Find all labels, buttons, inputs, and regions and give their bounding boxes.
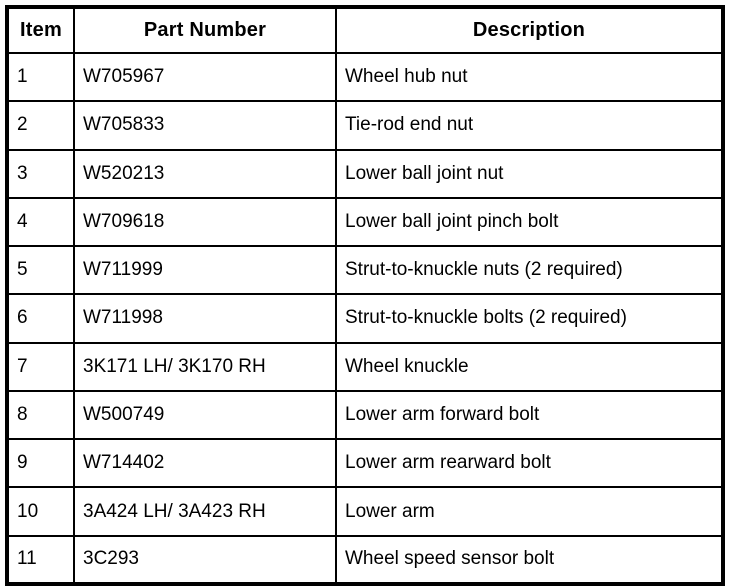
cell-item: 3 bbox=[6, 148, 75, 199]
cell-part-number: 3A424 LH/ 3A423 RH bbox=[73, 486, 337, 537]
cell-part-number: 3K171 LH/ 3K170 RH bbox=[73, 341, 337, 392]
cell-part-number: W711998 bbox=[73, 293, 337, 344]
column-header-item: Item bbox=[6, 6, 75, 54]
cell-item: 6 bbox=[6, 293, 75, 344]
cell-description: Lower ball joint nut bbox=[335, 148, 724, 199]
cell-description: Lower arm rearward bolt bbox=[335, 438, 724, 489]
cell-item: 1 bbox=[6, 51, 75, 103]
cell-part-number: W500749 bbox=[73, 389, 337, 441]
cell-part-number: W705833 bbox=[73, 100, 337, 151]
cell-part-number: W709618 bbox=[73, 196, 337, 248]
cell-part-number: W711999 bbox=[73, 245, 337, 296]
cell-part-number: W714402 bbox=[73, 438, 337, 489]
cell-part-number: 3C293 bbox=[73, 534, 337, 586]
cell-part-number: W520213 bbox=[73, 148, 337, 199]
cell-item: 9 bbox=[6, 438, 75, 489]
cell-description: Strut-to-knuckle nuts (2 required) bbox=[335, 245, 724, 296]
table-header-row: Item Part Number Description bbox=[6, 6, 724, 54]
cell-item: 7 bbox=[6, 341, 75, 392]
cell-description: Strut-to-knuckle bolts (2 required) bbox=[335, 293, 724, 344]
cell-part-number: W705967 bbox=[73, 51, 337, 103]
cell-item: 8 bbox=[6, 389, 75, 441]
cell-description: Wheel hub nut bbox=[335, 51, 724, 103]
cell-description: Wheel speed sensor bolt bbox=[335, 534, 724, 586]
cell-description: Lower ball joint pinch bolt bbox=[335, 196, 724, 248]
cell-description: Tie-rod end nut bbox=[335, 100, 724, 151]
cell-item: 11 bbox=[6, 534, 75, 586]
cell-description: Lower arm forward bolt bbox=[335, 389, 724, 441]
cell-item: 10 bbox=[6, 486, 75, 537]
table-header: Item Part Number Description bbox=[6, 6, 724, 54]
cell-item: 5 bbox=[6, 245, 75, 296]
column-header-description: Description bbox=[335, 6, 724, 54]
cell-description: Lower arm bbox=[335, 486, 724, 537]
cell-description: Wheel knuckle bbox=[335, 341, 724, 392]
cell-item: 4 bbox=[6, 196, 75, 248]
cell-item: 2 bbox=[6, 100, 75, 151]
column-header-part-number: Part Number bbox=[73, 6, 337, 54]
